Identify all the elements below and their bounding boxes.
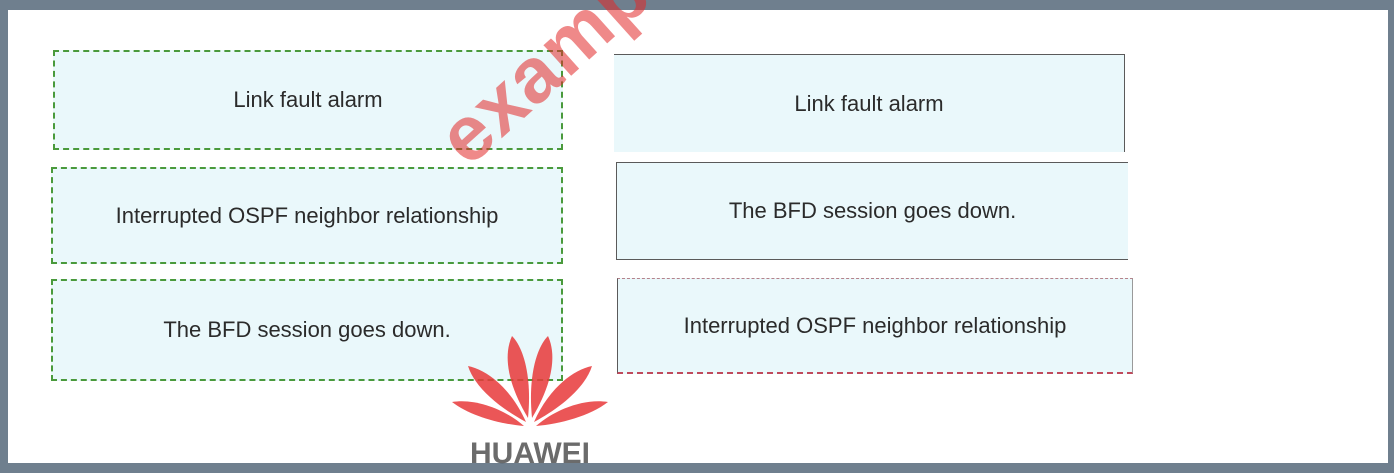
source-item-interrupted-ospf[interactable]: Interrupted OSPF neighbor relationship	[51, 167, 563, 264]
source-item-label: Link fault alarm	[233, 87, 383, 112]
question-panel: Link fault alarm Interrupted OSPF neighb…	[8, 10, 1388, 463]
target-slot-label: Link fault alarm	[794, 90, 944, 116]
source-item-label: The BFD session goes down.	[163, 317, 451, 342]
source-item-bfd-session-down[interactable]: The BFD session goes down.	[51, 279, 563, 381]
target-slot-label: Interrupted OSPF neighbor relationship	[683, 312, 1067, 338]
target-slot-2[interactable]: The BFD session goes down.	[616, 162, 1128, 260]
target-slot-1[interactable]: Link fault alarm	[614, 54, 1125, 152]
source-item-link-fault-alarm[interactable]: Link fault alarm	[53, 50, 563, 150]
source-item-label: Interrupted OSPF neighbor relationship	[115, 202, 499, 228]
target-slot-3[interactable]: Interrupted OSPF neighbor relationship	[617, 278, 1133, 374]
target-slot-label: The BFD session goes down.	[728, 198, 1017, 223]
